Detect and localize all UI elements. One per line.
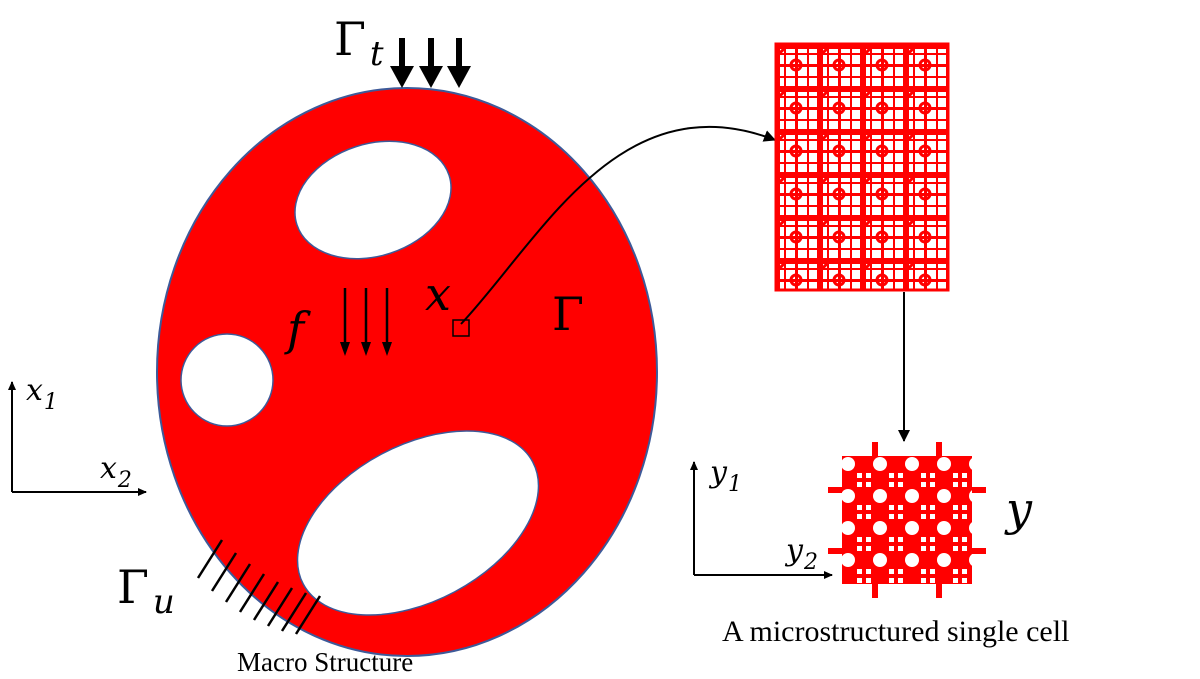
macro-caption: Macro Structure — [237, 647, 413, 677]
macro-structure — [156, 87, 658, 657]
zoom-connector-arrow — [460, 125, 776, 325]
hole-top — [294, 140, 452, 260]
macro-axis-x2-label: x2 — [100, 451, 132, 493]
single-cell — [828, 442, 986, 598]
boundary-label: Γ — [552, 287, 584, 341]
material-point-marker — [452, 319, 470, 337]
body-force-arrows — [340, 288, 392, 356]
cell-label: y — [1004, 482, 1033, 536]
hole-bottom — [296, 430, 540, 616]
hole-left — [180, 333, 274, 427]
micro-axis-y1-label: y1 — [708, 455, 742, 497]
micro-lattice — [774, 42, 950, 292]
micro-caption: A microstructured single cell — [722, 615, 1069, 648]
micro-axes — [690, 461, 833, 579]
point-label: x — [425, 267, 451, 321]
macro-axes — [7, 381, 147, 496]
fixed-support-hatching — [196, 539, 322, 635]
traction-arrows — [390, 38, 471, 88]
micro-axis-y2-label: y2 — [784, 533, 818, 575]
macro-axis-x1-label: x1 — [26, 373, 58, 415]
